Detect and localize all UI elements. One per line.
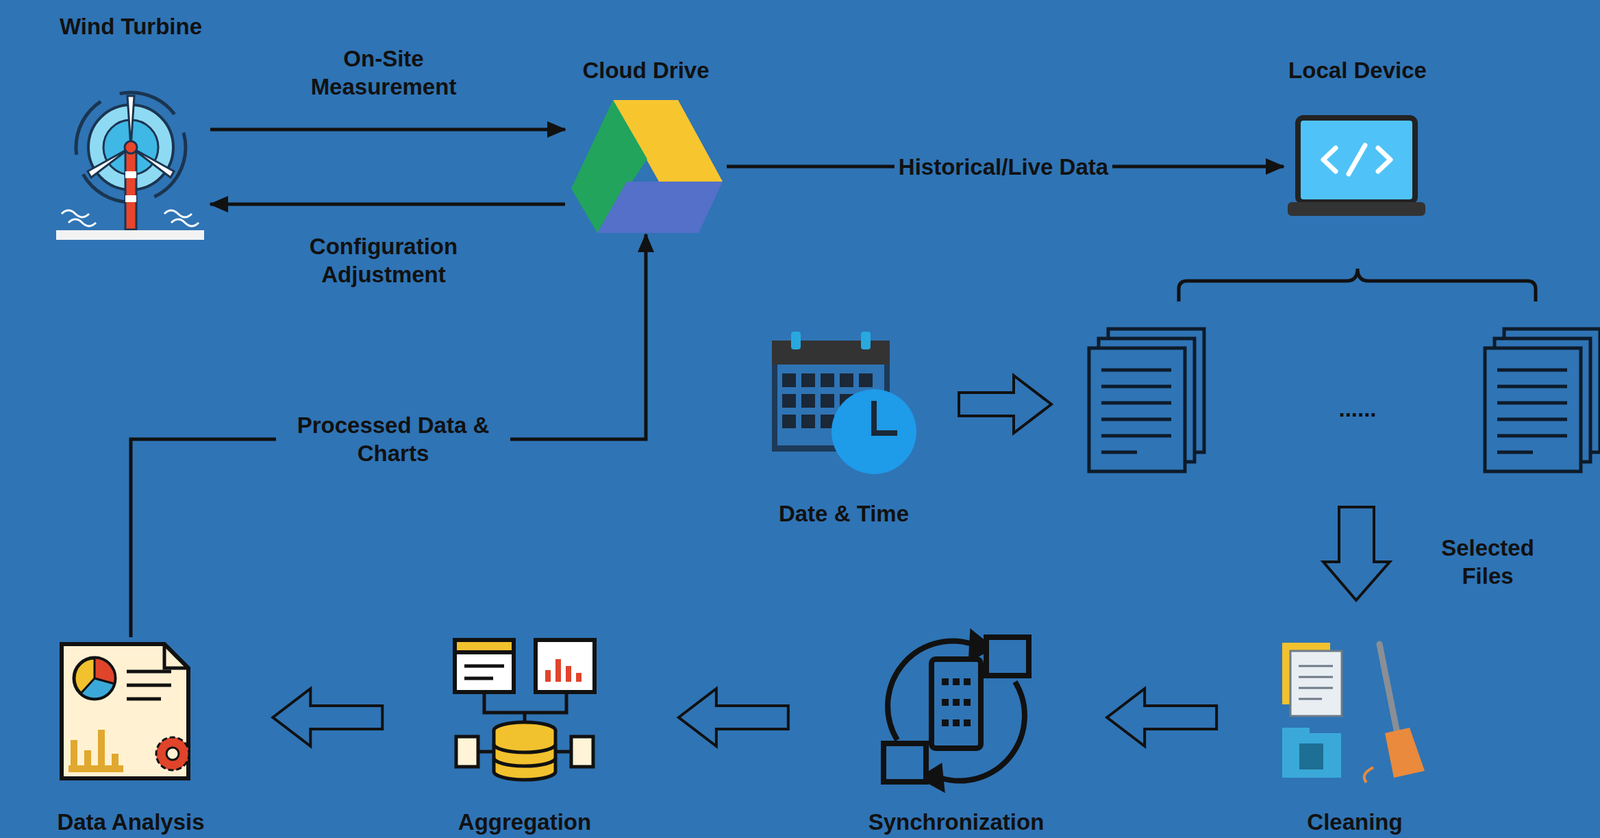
- edge-label: Configuration Adjustment: [266, 232, 501, 289]
- calendar-clock-icon: [771, 331, 917, 474]
- node-label: Cleaning: [1306, 807, 1403, 836]
- icon-node: Aggregation: [446, 631, 603, 836]
- cloud-drive-icon: [571, 100, 723, 233]
- edge-label: On-Site Measurement: [266, 44, 501, 101]
- file-stack-icons: [1089, 328, 1600, 472]
- icon-node: Cloud Drive: [565, 56, 727, 235]
- data-analysis-icon: [61, 643, 190, 779]
- wind-turbine-icon: [56, 92, 205, 240]
- hollow-arrow: [958, 375, 1052, 433]
- node-label: Wind Turbine: [59, 12, 203, 41]
- laptop-icon: [1287, 117, 1426, 216]
- icon-node: Wind Turbine: [51, 12, 211, 242]
- icon-node: Synchronization: [864, 631, 1049, 836]
- icon-node: Cleaning: [1275, 636, 1435, 836]
- cleaning-icon: [1282, 642, 1425, 783]
- node-label: Data Analysis: [56, 807, 205, 836]
- node-label: Aggregation: [458, 807, 592, 836]
- node-label: Synchronization: [868, 807, 1045, 836]
- node-label: Cloud Drive: [582, 56, 709, 85]
- hollow-flow-arrow: [1106, 688, 1217, 746]
- annotation-label: ......: [1338, 394, 1377, 423]
- bracket: [1178, 268, 1536, 302]
- edge-label: Processed Data & Charts: [276, 410, 511, 468]
- connector-arrow: [210, 202, 566, 207]
- connector-arrow: [210, 128, 566, 132]
- synchronization-icon: [883, 633, 1029, 788]
- icon-node: Date & Time: [765, 328, 922, 528]
- hollow-arrow: [1323, 506, 1390, 600]
- edge-label: Historical/Live Data: [894, 152, 1113, 181]
- connector-arrow: [130, 234, 646, 637]
- aggregation-icon: [454, 639, 595, 780]
- hollow-flow-arrow: [678, 688, 789, 746]
- hollow-flow-arrow: [272, 688, 383, 746]
- node-label: Date & Time: [778, 499, 909, 528]
- icon-node: Data Analysis: [52, 636, 209, 836]
- icon-node: Local Device: [1283, 56, 1432, 220]
- node-label: Local Device: [1288, 56, 1427, 85]
- annotation-label: Selected Files: [1419, 533, 1557, 590]
